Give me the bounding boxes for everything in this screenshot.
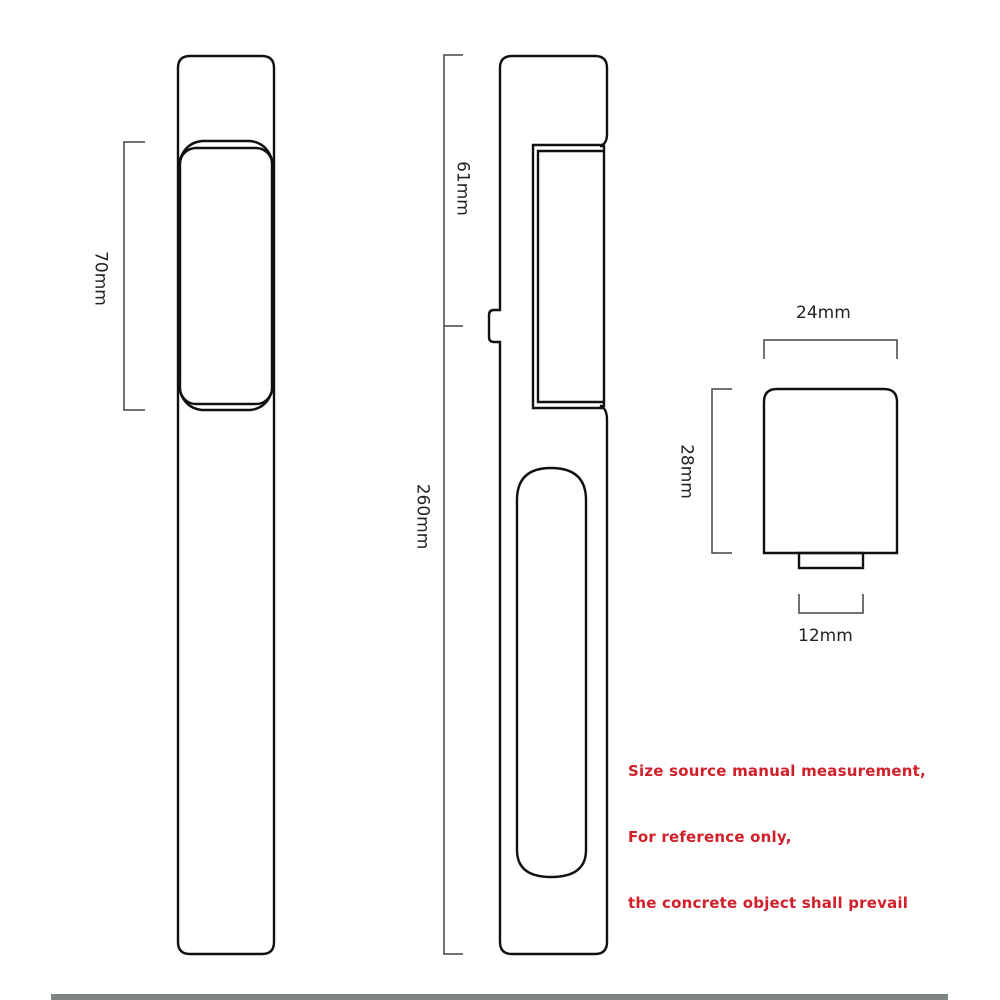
front-handle-outline — [176, 54, 276, 956]
dimension-260mm-label: 260mm — [412, 483, 433, 550]
front-recess-outer-bottom — [176, 382, 276, 412]
side-slot-outer — [531, 143, 604, 410]
side-grip-recess — [515, 466, 588, 879]
dimension-12mm-label: 12mm — [798, 626, 853, 646]
dimension-260mm-bracket — [443, 326, 463, 955]
dimension-24mm-bracket — [763, 339, 898, 359]
base-dimension-brackets — [711, 339, 898, 614]
side-view-handle — [487, 54, 609, 956]
base-view — [762, 387, 899, 570]
side-slot-inner — [536, 149, 604, 404]
spindle-outline — [797, 551, 865, 570]
front-recess-outer — [176, 139, 276, 169]
note-line-2: For reference only, — [628, 828, 792, 846]
note-line-1: Size source manual measurement, — [628, 762, 926, 780]
dimension-28mm-bracket — [711, 388, 732, 554]
dimension-70mm-bracket — [123, 141, 145, 411]
base-outline — [762, 387, 899, 555]
dimension-61mm-label: 61mm — [452, 161, 473, 216]
front-recess-inner — [178, 146, 274, 406]
front-view-handle — [176, 54, 276, 956]
note-line-3: the concrete object shall prevail — [628, 894, 909, 912]
dimension-24mm-label: 24mm — [796, 303, 851, 323]
dimension-28mm-label: 28mm — [676, 444, 697, 499]
dimension-61mm-bracket — [443, 54, 463, 327]
dimension-12mm-bracket — [798, 594, 864, 614]
dimension-70mm-label: 70mm — [90, 251, 111, 306]
side-handle-outline — [487, 54, 609, 956]
bottom-bar — [51, 994, 948, 1000]
